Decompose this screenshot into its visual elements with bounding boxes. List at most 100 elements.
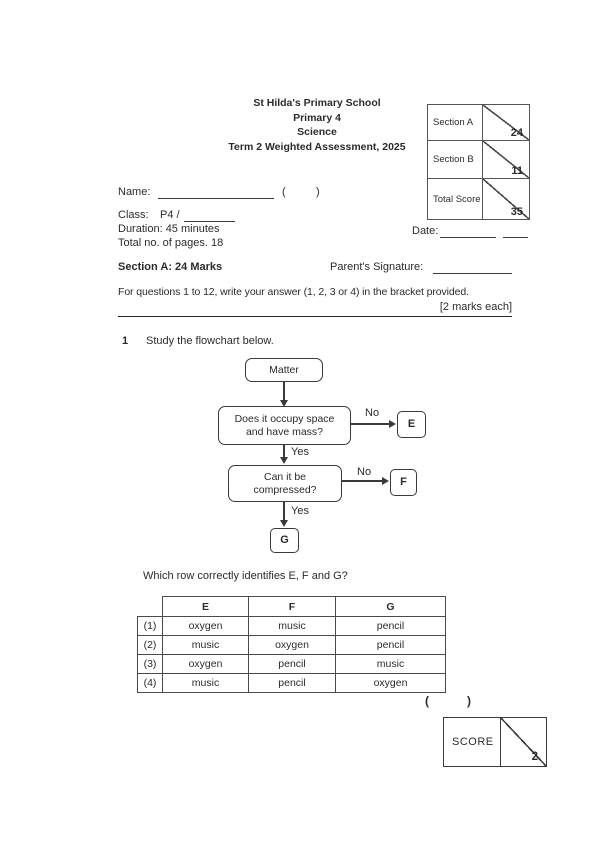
flowchart-connector	[342, 480, 383, 482]
cell-g: oxygen	[335, 673, 446, 693]
arrow-right-icon	[382, 477, 389, 485]
marks-summary-table: Section A 24 Section B 11 Total Score 35	[427, 104, 530, 220]
section-heading: Section A: 24 Marks	[118, 261, 223, 273]
option-label: (3)	[137, 654, 163, 674]
table-corner-blank	[138, 597, 163, 617]
option-label: (1)	[137, 616, 163, 636]
decision2-line1: Can it be	[263, 471, 307, 483]
name-label: Name:	[118, 186, 151, 198]
marks-max: 11	[511, 165, 523, 177]
flowchart-start-box: Matter	[245, 358, 323, 382]
cell-g: pencil	[335, 616, 446, 636]
option-label: (2)	[137, 635, 163, 655]
flowchart-decision1-box: Does it occupy space and have mass?	[218, 406, 351, 445]
school-name: St Hilda's Primary School	[253, 97, 381, 109]
diagonal-score-cell: 2	[501, 718, 546, 766]
option-label: (4)	[137, 673, 163, 693]
cell-e: music	[162, 635, 249, 655]
table-row: (4) music pencil oxygen	[137, 673, 446, 693]
cell-e: oxygen	[162, 654, 249, 674]
class-blank-line	[184, 221, 235, 222]
column-header-e: E	[162, 596, 249, 617]
options-table: E F G (1) oxygen music pencil (2) music …	[137, 596, 446, 693]
outcome-f-label: F	[400, 476, 407, 489]
cell-f: music	[248, 616, 336, 636]
column-header-g: G	[335, 596, 446, 617]
flowchart-connector	[283, 502, 285, 521]
score-box-label: SCORE	[444, 718, 501, 766]
section-divider-rule	[118, 316, 512, 317]
question-prompt: Study the flowchart below.	[146, 335, 274, 347]
flowchart-start-label: Matter	[269, 363, 299, 376]
flowchart-decision1-label: Does it occupy space and have mass?	[235, 413, 335, 438]
cell-f: pencil	[248, 673, 336, 693]
instructions-text: For questions 1 to 12, write your answer…	[118, 286, 469, 298]
flowchart-outcome-f-box: F	[390, 469, 417, 496]
column-header-f: F	[248, 596, 336, 617]
parent-signature-line	[433, 273, 512, 274]
cell-f: pencil	[248, 654, 336, 674]
flowchart-connector	[283, 445, 285, 458]
paper-header: St Hilda's Primary School Primary 4 Scie…	[34, 96, 600, 154]
yes-branch-label-1: Yes	[291, 446, 309, 458]
marks-row-total: Total Score 35	[428, 179, 529, 219]
pages-line: Total no. of pages. 18	[118, 237, 224, 249]
flowchart-decision2-box: Can it be compressed?	[228, 465, 342, 502]
yes-branch-label-2: Yes	[291, 505, 309, 517]
score-box-marks: 2	[531, 751, 538, 763]
outcome-e-label: E	[407, 418, 416, 431]
register-bracket-close: )	[316, 186, 320, 198]
marks-row-label: Section A	[428, 105, 483, 140]
class-label: Class:	[118, 209, 149, 221]
marks-row-section-b: Section B 11	[428, 141, 529, 179]
diagonal-score-cell: 24	[483, 105, 529, 140]
outcome-g-label: G	[280, 534, 289, 547]
date-label: Date:	[412, 225, 439, 237]
marks-row-section-a: Section A 24	[428, 105, 529, 141]
marks-max: 35	[510, 206, 523, 218]
cell-e: music	[162, 673, 249, 693]
arrow-down-icon	[280, 520, 288, 527]
arrow-down-icon	[280, 400, 288, 407]
arrow-down-icon	[280, 457, 288, 464]
table-row: (2) music oxygen pencil	[137, 635, 446, 655]
date-blank-line-2	[503, 237, 528, 238]
marks-row-label: Section B	[428, 141, 483, 178]
date-blank-line	[440, 237, 496, 238]
diagonal-score-cell: 11	[483, 141, 529, 178]
duration-line: Duration: 45 minutes	[118, 223, 220, 235]
parent-signature-label: Parent's Signature:	[330, 261, 424, 273]
cell-g: music	[335, 654, 446, 674]
question-sub-prompt: Which row correctly identifies E, F and …	[143, 570, 348, 582]
flowchart-connector	[283, 382, 285, 402]
table-row: (3) oxygen pencil music	[137, 654, 446, 674]
name-blank-line	[158, 198, 274, 199]
decision1-line1: Does it occupy space	[234, 413, 335, 425]
register-bracket-open: (	[282, 186, 286, 198]
marks-note: [2 marks each]	[439, 301, 512, 313]
class-value: P4 /	[160, 209, 180, 221]
options-table-header-row: E F G	[138, 596, 446, 617]
cell-g: pencil	[335, 635, 446, 655]
decision2-line2: compressed?	[253, 483, 317, 496]
cell-e: oxygen	[162, 616, 249, 636]
question-score-box: SCORE 2	[443, 717, 547, 767]
answer-bracket-close: )	[467, 694, 471, 708]
assessment-title: Term 2 Weighted Assessment, 2025	[228, 140, 406, 153]
marks-max: 24	[510, 127, 523, 139]
no-branch-label-1: No	[365, 407, 380, 419]
level-name: Primary 4	[293, 111, 341, 124]
decision1-line2: and have mass?	[245, 425, 324, 438]
flowchart-outcome-e-box: E	[397, 411, 426, 438]
flowchart-decision2-label: Can it be compressed?	[253, 471, 316, 496]
table-row: (1) oxygen music pencil	[137, 616, 446, 636]
arrow-right-icon	[389, 420, 396, 428]
flowchart-outcome-g-box: G	[270, 528, 299, 553]
marks-row-label: Total Score	[428, 179, 483, 219]
answer-bracket-open: (	[425, 694, 429, 708]
cell-f: oxygen	[248, 635, 336, 655]
flowchart-connector	[351, 423, 390, 425]
no-branch-label-2: No	[357, 466, 372, 478]
question-number: 1	[122, 335, 129, 347]
